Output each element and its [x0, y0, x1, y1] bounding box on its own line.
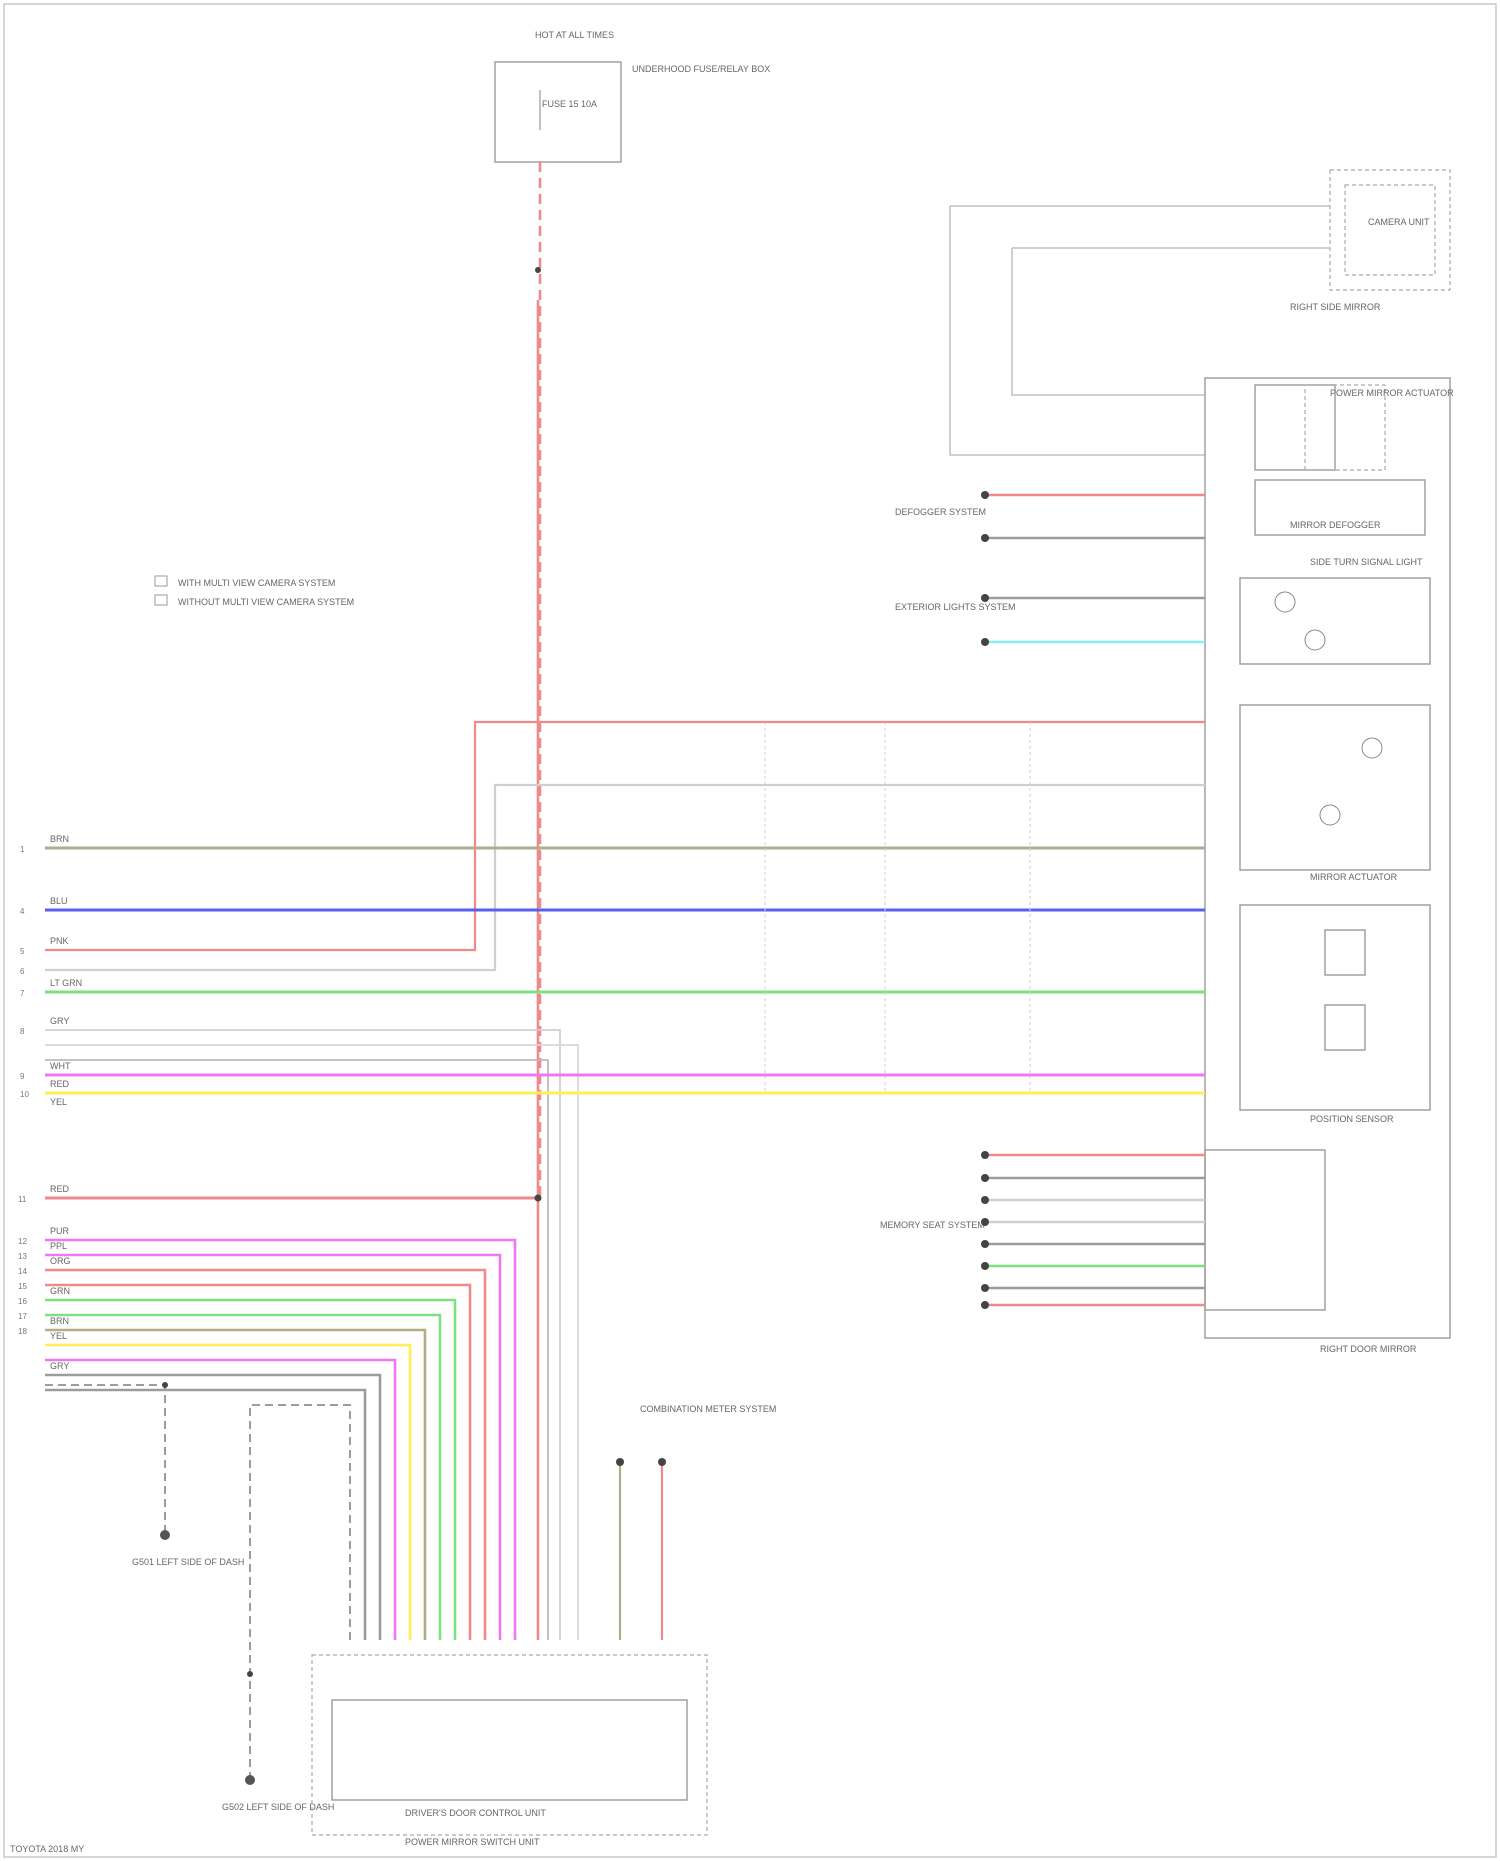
pin-13: 13: [18, 1252, 27, 1261]
pin-7: 7: [20, 989, 25, 998]
pin-17: 17: [18, 1312, 27, 1321]
memory-system-block: MEMORY SEAT SYSTEM: [880, 1150, 1325, 1310]
combination-branch: COMBINATION METER SYSTEM: [616, 1404, 776, 1640]
fuse-hot-label: HOT AT ALL TIMES: [535, 30, 614, 40]
defogger-block: MIRROR DEFOGGER DEFOGGER SYSTEM: [895, 480, 1425, 542]
pin-11: 11: [18, 1195, 27, 1204]
wire-label-olive: BRN: [50, 834, 69, 844]
turn-light-label: SIDE TURN SIGNAL LIGHT: [1310, 557, 1423, 567]
mirror-actuator-block: MIRROR ACTUATOR: [1240, 705, 1430, 882]
page-border: [4, 4, 1496, 1857]
position-sensor-block: POSITION SENSOR: [1240, 905, 1430, 1124]
pin-12: 12: [18, 1237, 27, 1246]
legend: WITH MULTI VIEW CAMERA SYSTEM WITHOUT MU…: [155, 576, 354, 607]
fuse-box: HOT AT ALL TIMES UNDERHOOD FUSE/RELAY BO…: [495, 30, 770, 162]
wire-label-grn: GRN: [50, 1286, 70, 1296]
main-harness: [45, 722, 1205, 1640]
wire-label-red-top: RED: [50, 1079, 70, 1089]
ground-2-label: G502 LEFT SIDE OF DASH: [222, 1802, 334, 1812]
memory-system-label: MEMORY SEAT SYSTEM: [880, 1220, 985, 1230]
pma-label: POWER MIRROR ACTUATOR: [1330, 388, 1454, 398]
wire-label-yel: YEL: [50, 1331, 67, 1341]
pin-14: 14: [18, 1267, 27, 1276]
position-sensor-label: POSITION SENSOR: [1310, 1114, 1394, 1124]
pin-1: 1: [20, 845, 25, 854]
wire-label-gray: GRY: [50, 1016, 69, 1026]
defogger-label: MIRROR DEFOGGER: [1290, 520, 1381, 530]
wire-label-red: RED: [50, 1184, 70, 1194]
fuse-name: FUSE 15 10A: [542, 99, 597, 109]
wire-label-ltgrn: LT GRN: [50, 978, 82, 988]
camera-unit-label: CAMERA UNIT: [1368, 217, 1430, 227]
right-mirror-label: RIGHT DOOR MIRROR: [1320, 1344, 1417, 1354]
fuse-box-note: UNDERHOOD FUSE/RELAY BOX: [632, 64, 770, 74]
pin-6: 6: [20, 967, 25, 976]
pin-18: 18: [18, 1327, 27, 1336]
control-unit: DRIVER'S DOOR CONTROL UNIT POWER MIRROR …: [312, 1655, 707, 1847]
pin-15: 15: [18, 1282, 27, 1291]
wire-label-brn: BRN: [50, 1316, 69, 1326]
left-connector-pins: 1 4 5 6 7 8 9 10 11 12 13 14 15 16 17 18: [18, 845, 29, 1336]
legend-line-2: WITHOUT MULTI VIEW CAMERA SYSTEM: [178, 597, 354, 607]
control-unit-label: DRIVER'S DOOR CONTROL UNIT: [405, 1808, 546, 1818]
mirror-actuator-label: MIRROR ACTUATOR: [1310, 872, 1398, 882]
wire-color-labels: BRN BLU PNK LT GRN GRY WHT RED YEL RED P…: [50, 834, 82, 1371]
pin-16: 16: [18, 1297, 27, 1306]
lower-harness: G501 LEFT SIDE OF DASH G502 LEFT SIDE OF…: [45, 1240, 515, 1812]
camera-unit-block: CAMERA UNIT RIGHT SIDE MIRROR: [950, 170, 1450, 455]
defogger-system-label: DEFOGGER SYSTEM: [895, 507, 986, 517]
wire-label-org: ORG: [50, 1256, 71, 1266]
wire-label-white: WHT: [50, 1061, 71, 1071]
pin-4: 4: [20, 907, 25, 916]
legend-line-1: WITH MULTI VIEW CAMERA SYSTEM: [178, 578, 335, 588]
footer-text: TOYOTA 2018 MY: [10, 1844, 84, 1854]
control-sub-label: POWER MIRROR SWITCH UNIT: [405, 1837, 540, 1847]
pin-10: 10: [20, 1090, 29, 1099]
wire-label-pur: PUR: [50, 1226, 70, 1236]
pin-8: 8: [20, 1027, 25, 1036]
turn-signal-block: SIDE TURN SIGNAL LIGHT EXTERIOR LIGHTS S…: [895, 557, 1430, 664]
power-mirror-actuator: POWER MIRROR ACTUATOR: [1255, 385, 1454, 470]
wire-label-blue: BLU: [50, 896, 68, 906]
combination-switch-label: COMBINATION METER SYSTEM: [640, 1404, 776, 1414]
pin-5: 5: [20, 947, 25, 956]
wire-label-ppl: PPL: [50, 1241, 67, 1251]
wire-label-yellow: YEL: [50, 1097, 67, 1107]
ground-1-label: G501 LEFT SIDE OF DASH: [132, 1557, 244, 1567]
exterior-lights-label: EXTERIOR LIGHTS SYSTEM: [895, 602, 1016, 612]
wire-label-gry: GRY: [50, 1361, 69, 1371]
camera-sub-label: RIGHT SIDE MIRROR: [1290, 302, 1381, 312]
pin-9: 9: [20, 1072, 25, 1081]
wire-label-pink: PNK: [50, 936, 69, 946]
